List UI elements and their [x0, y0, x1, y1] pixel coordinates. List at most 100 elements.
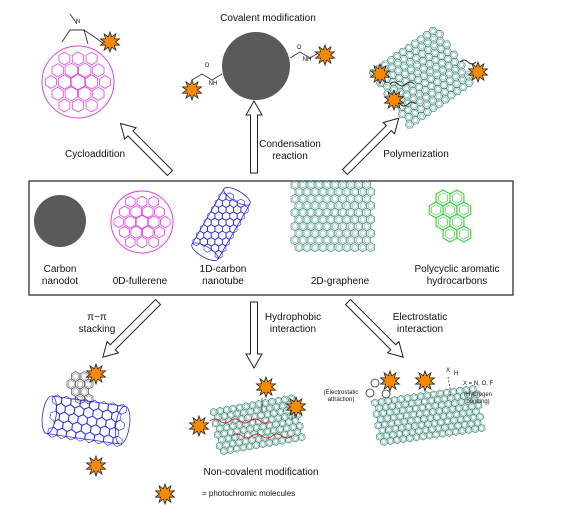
- graphene-top-inner-ring: [439, 67, 446, 74]
- graphene-inner-ring: [360, 230, 366, 237]
- graphene-right-ring: [415, 426, 423, 436]
- graphene-mid-inner-ring: [241, 410, 247, 416]
- graphene-right-inner-ring: [406, 406, 412, 413]
- graphene-mid-inner-ring: [292, 435, 298, 441]
- nanotube-ring: [214, 250, 223, 260]
- label-nh-top: NH: [302, 57, 312, 63]
- graphene-right-inner-ring: [405, 395, 410, 401]
- graphene-top-inner-ring: [442, 96, 449, 102]
- pah-ring: [442, 225, 458, 243]
- graphene-right-inner-ring: [396, 402, 402, 408]
- label-n-atom: N: [75, 19, 81, 25]
- graphene-right-inner-ring: [402, 401, 408, 407]
- graphene-inner-ring: [312, 230, 318, 237]
- graphene-mid-ring: [258, 439, 267, 449]
- fullerene-ring: [58, 51, 71, 66]
- photochromic-star-icon: [414, 369, 436, 393]
- graphene-mid-inner-ring: [247, 443, 253, 449]
- graphene-inner-ring: [360, 202, 366, 209]
- graphene-top-inner-ring: [404, 100, 411, 106]
- graphene-right-ring: [422, 408, 431, 417]
- graphene-right-inner-ring: [426, 404, 432, 410]
- nanotube-ring: [229, 211, 238, 221]
- nanotube-ring: [203, 243, 212, 253]
- nanotube-ring: [196, 230, 204, 240]
- graphene-right-ring: [404, 422, 413, 432]
- pah-ring: [449, 189, 465, 207]
- photochromic-star-icon: [154, 482, 176, 506]
- graphene-inner-ring: [300, 195, 306, 202]
- graphene-mid-inner-ring: [280, 420, 285, 426]
- graphene-mid-ring: [259, 405, 268, 414]
- graphene-mid-inner-ring: [247, 426, 253, 432]
- graphene-inner-ring: [304, 243, 310, 251]
- graphene-top-inner-ring: [436, 101, 443, 107]
- graphene-mid-inner-ring: [243, 403, 249, 410]
- graphene-right-inner-ring: [451, 417, 457, 424]
- label-polymerization: Polymerization: [383, 149, 449, 160]
- graphene-right-ring: [467, 419, 475, 428]
- label-nh-bottom: NH: [208, 81, 218, 87]
- fullerene-ring: [51, 86, 64, 101]
- graphene-right-ring: [418, 403, 427, 412]
- graphene-top-inner-ring: [421, 80, 428, 86]
- graphene-mid-inner-ring: [211, 409, 217, 415]
- graphene-top-inner-ring: [396, 82, 403, 88]
- graphene-right-inner-ring: [429, 426, 435, 432]
- graphene-mid-ring: [246, 407, 255, 416]
- graphene-top-inner-ring: [406, 114, 412, 120]
- pah-inner-ring: [445, 228, 455, 240]
- graphene-top-inner-ring: [441, 89, 448, 95]
- label-carbon-nanodot-2: nanodot: [41, 276, 79, 287]
- graphene-right-inner-ring: [392, 426, 398, 432]
- graphene-right-inner-ring: [403, 430, 409, 436]
- graphene-inner-ring: [328, 202, 334, 209]
- graphene-top-inner-ring: [440, 75, 447, 81]
- graphene-inner-ring: [296, 188, 302, 196]
- graphene-right-inner-ring: [393, 408, 399, 414]
- graphene-top-inner-ring: [410, 88, 416, 94]
- graphene-top-inner-ring: [414, 70, 421, 76]
- graphene-right-inner-ring: [379, 427, 385, 434]
- graphene-inner-ring: [296, 216, 302, 223]
- n-methyl-bond: [69, 13, 78, 25]
- graphene-right-inner-ring: [458, 399, 464, 405]
- graphene-inner-ring: [364, 223, 370, 230]
- graphene-right-inner-ring: [401, 419, 407, 425]
- graphene-right-inner-ring: [422, 398, 428, 405]
- graphene-mid-inner-ring: [223, 424, 229, 430]
- graphene-mid-inner-ring: [249, 420, 255, 426]
- graphene-right-inner-ring: [470, 386, 476, 392]
- nanotube-ring: [211, 205, 219, 215]
- graphene-mid-inner-ring: [282, 396, 288, 403]
- graphene-right-ring: [397, 394, 405, 404]
- graphene-right-inner-ring: [467, 409, 472, 416]
- graphene-top-inner-ring: [400, 56, 407, 62]
- graphene-mid-ring: [274, 414, 283, 423]
- graphene-top-inner-ring: [422, 87, 429, 93]
- graphene-mid-ring: [213, 430, 222, 439]
- nanotube-ring: [103, 434, 114, 446]
- fullerene-ring: [78, 62, 92, 78]
- graphene-top-inner-ring: [431, 43, 437, 49]
- graphene-right-ring: [456, 415, 465, 424]
- graphene-mid-inner-ring: [260, 424, 266, 430]
- graphene-inner-ring: [308, 237, 314, 244]
- graphene-top-inner-ring: [390, 86, 397, 92]
- pah-stack-inner-ring: [85, 395, 92, 403]
- graphene-inner-ring: [332, 223, 338, 230]
- graphene-top-inner-ring: [444, 49, 451, 55]
- graphene-top-inner-ring: [408, 74, 415, 80]
- graphene-mid-ring: [219, 446, 228, 456]
- nanotube-ring: [218, 192, 227, 202]
- graphene-mid-inner-ring: [228, 412, 234, 418]
- fullerene-ring: [85, 51, 98, 66]
- graphene-right-inner-ring: [468, 421, 474, 427]
- graphene-mid-ring: [276, 407, 285, 417]
- graphene-inner-ring: [364, 195, 370, 202]
- graphene-top-inner-ring: [445, 63, 452, 69]
- graphene-mid-inner-ring: [269, 399, 275, 405]
- graphene-right-ring: [432, 430, 440, 439]
- graphene-inner-ring: [320, 202, 326, 209]
- graphene-right-inner-ring: [418, 422, 424, 428]
